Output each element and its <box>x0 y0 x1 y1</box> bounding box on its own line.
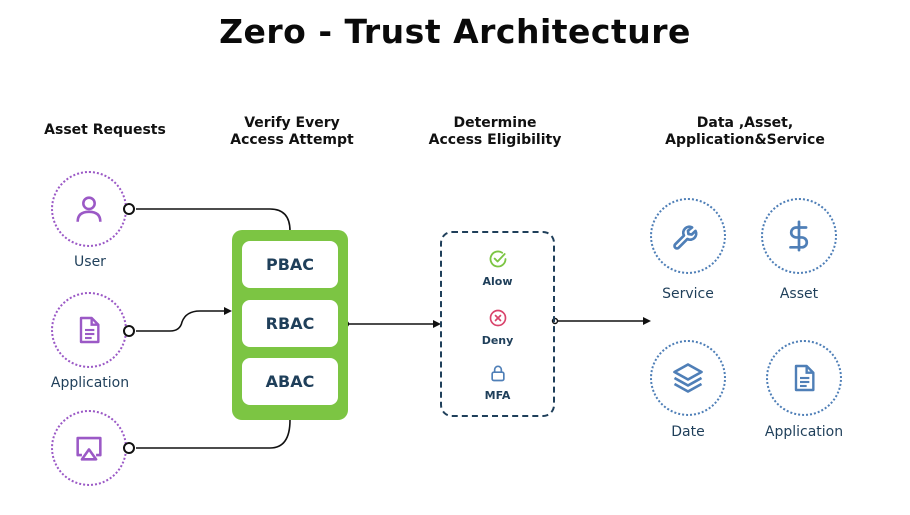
check-circle-icon <box>489 250 506 268</box>
application-connector-port <box>123 325 135 337</box>
lock-icon <box>490 365 505 382</box>
resource-service-circle[interactable] <box>650 198 726 274</box>
arrowhead-determine <box>433 320 441 328</box>
device-connector-port <box>123 442 135 454</box>
decision-allow-label: Alow <box>482 275 513 288</box>
dollar-icon <box>789 220 809 252</box>
control-rbac[interactable]: RBAC <box>242 300 338 347</box>
connector-user <box>136 208 291 232</box>
user-icon <box>76 196 102 222</box>
user-connector-port <box>123 203 135 215</box>
connector-application <box>136 310 228 332</box>
resource-service-label: Service <box>662 286 714 302</box>
arrowhead-resources <box>643 317 651 325</box>
resource-data-label: Date <box>671 424 705 440</box>
access-eligibility-box: Alow Deny MFA <box>440 231 555 417</box>
requester-user-label: User <box>74 254 106 270</box>
requester-device-circle[interactable] <box>51 410 127 486</box>
connector-device <box>136 419 291 449</box>
requester-user-circle[interactable] <box>51 171 127 247</box>
verify-controls-box: PBAC RBAC ABAC <box>232 230 348 420</box>
resource-asset-circle[interactable] <box>761 198 837 274</box>
control-abac[interactable]: ABAC <box>242 358 338 405</box>
airplay-icon <box>76 436 102 461</box>
header-resources: Data ,Asset, Application&Service <box>665 115 825 148</box>
header-determine: Determine Access Eligibility <box>428 115 562 148</box>
page-title: Zero - Trust Architecture <box>219 12 691 51</box>
decision-mfa-label: MFA <box>484 389 511 402</box>
requester-application-circle[interactable] <box>51 292 127 368</box>
resource-asset-label: Asset <box>779 286 819 302</box>
decision-mfa[interactable]: MFA <box>442 363 553 402</box>
decision-allow[interactable]: Alow <box>442 249 553 288</box>
wrench-icon <box>673 225 698 250</box>
x-circle-icon <box>489 309 506 327</box>
requester-application-label: Application <box>50 375 130 391</box>
document-icon <box>794 364 815 392</box>
header-asset-requests: Asset Requests <box>44 122 166 138</box>
decision-deny-label: Deny <box>481 334 514 347</box>
header-verify: Verify Every Access Attempt <box>230 115 354 148</box>
resource-application-circle[interactable] <box>766 340 842 416</box>
decision-deny[interactable]: Deny <box>442 308 553 347</box>
arrowhead-application <box>224 307 232 315</box>
document-icon <box>79 316 100 344</box>
resource-application-label: Application <box>764 424 844 440</box>
resource-data-circle[interactable] <box>650 340 726 416</box>
layers-icon <box>673 363 703 393</box>
control-pbac[interactable]: PBAC <box>242 241 338 288</box>
